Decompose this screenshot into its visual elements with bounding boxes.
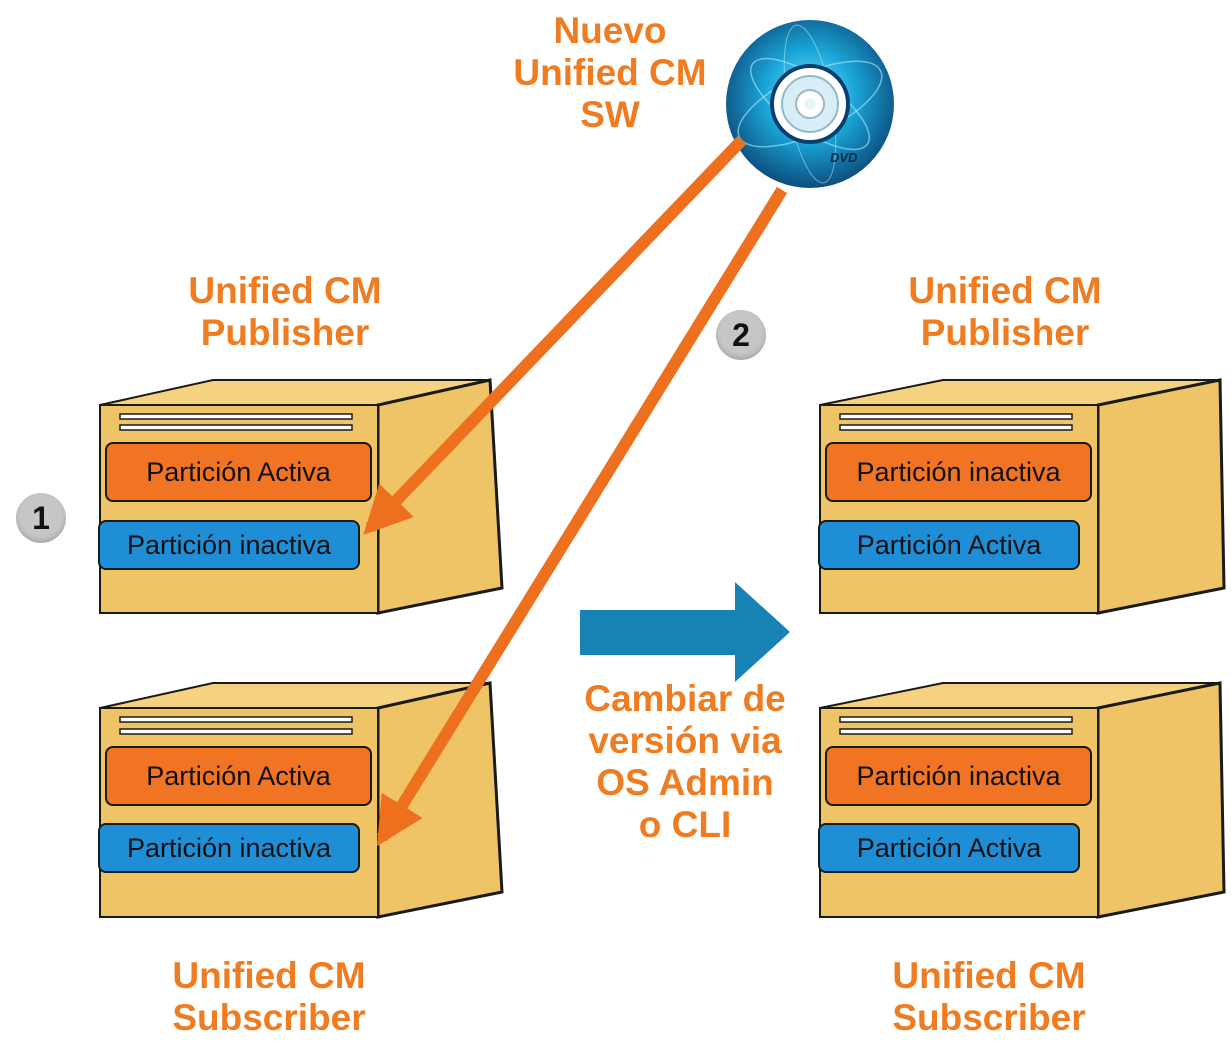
switch-version-caption: Cambiar de versión via OS Admin o CLI bbox=[584, 678, 786, 845]
dvd-label: DVD bbox=[830, 150, 858, 165]
right-subscriber-inactive-partition: Partición inactiva bbox=[825, 746, 1092, 806]
left-publisher-active-partition: Partición Activa bbox=[105, 442, 372, 502]
right-subscriber-active-partition: Partición Activa bbox=[818, 823, 1080, 873]
right-publisher-inactive-partition: Partición inactiva bbox=[825, 442, 1092, 502]
left-subscriber-server bbox=[99, 681, 504, 919]
install-arrow-publisher bbox=[363, 135, 747, 535]
right-publisher-server bbox=[819, 378, 1226, 615]
step-2-badge: 2 bbox=[716, 310, 766, 360]
left-subscriber-active-partition: Partición Activa bbox=[105, 746, 372, 806]
new-software-title: Nuevo Unified CM SW bbox=[513, 10, 707, 135]
left-publisher-title: Unified CM Publisher bbox=[188, 270, 382, 353]
right-subscriber-server bbox=[819, 681, 1226, 919]
right-publisher-active-partition: Partición Activa bbox=[818, 520, 1080, 570]
install-arrow-subscriber bbox=[376, 186, 788, 847]
switch-version-arrow bbox=[580, 582, 790, 682]
left-subscriber-title: Unified CM Subscriber bbox=[172, 955, 366, 1038]
left-publisher-inactive-partition: Partición inactiva bbox=[98, 520, 360, 570]
right-subscriber-title: Unified CM Subscriber bbox=[892, 955, 1086, 1038]
dvd-disc-icon: DVD bbox=[726, 20, 894, 188]
left-subscriber-inactive-partition: Partición inactiva bbox=[98, 823, 360, 873]
step-1-badge: 1 bbox=[16, 493, 66, 543]
right-publisher-title: Unified CM Publisher bbox=[908, 270, 1102, 353]
